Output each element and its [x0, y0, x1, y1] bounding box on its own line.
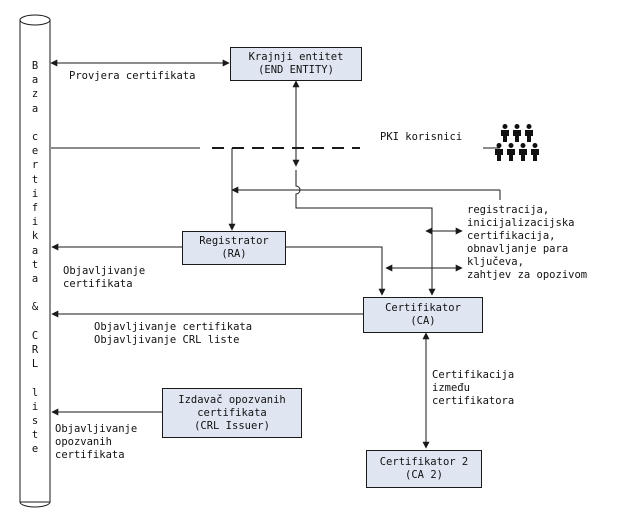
end-entity-line-1: Krajnji entitet [248, 51, 344, 63]
crl-publish-line-3: certifikata [55, 449, 125, 461]
database-title-char: i [31, 216, 39, 229]
crl-issuer-line-3: (CRL Issuer) [194, 419, 270, 432]
ca-publish-line-2: Objavljivanje CRL liste [94, 334, 240, 346]
ops-line-1: registracija, [467, 204, 550, 216]
ops-line-2: inicijalizacijska [467, 217, 575, 229]
ops-line-3: certifikacija, [467, 230, 556, 242]
ra-line-1: Registrator [199, 235, 269, 247]
end-entity-to-ca [295, 170, 436, 296]
ra-line-2: (RA) [221, 248, 247, 260]
ops-label: registracija, inicijalizacijska certifik… [467, 204, 587, 282]
ra-box: Registrator (RA) [182, 231, 286, 265]
crl-publish-label: Objavljivanje opozvanih certifikata [55, 423, 137, 462]
database-title-char: B [31, 60, 39, 72]
ca2-box: Certifikator 2 (CA 2) [366, 450, 482, 488]
database-title-char: e [31, 443, 39, 456]
crl-publish-line-2: opozvanih [55, 436, 112, 448]
database-cylinder [19, 14, 51, 508]
database-title-char: a [31, 74, 39, 87]
database-title-char: c [31, 131, 39, 143]
database-title-char: k [31, 230, 39, 243]
database-title-char: C [31, 329, 39, 342]
database-title-char: i [31, 400, 39, 413]
pki-users-label: PKI korisnici [380, 131, 463, 143]
database-title-char: l [31, 386, 39, 399]
crl-issuer-box: Izdavač opozvanih certifikata (CRL Issue… [162, 388, 302, 438]
crl-issuer-line-2: certifikata [197, 406, 267, 419]
database-title-char: z [31, 88, 39, 101]
ra-publish-line-2: certifikata [63, 278, 133, 290]
database-title-char: a [31, 273, 39, 285]
end-entity-box: Krajnji entitet (END ENTITY) [230, 47, 362, 81]
database-title-char: s [31, 415, 39, 427]
database-title-char: R [31, 344, 39, 356]
ca-line-2: (CA) [410, 315, 436, 327]
database-title-char: a [31, 244, 39, 257]
ca2-line-1: Certifikator 2 [379, 456, 469, 468]
crl-issuer-line-1: Izdavač opozvanih [178, 393, 286, 406]
ops-line-4: obnavljanje para [467, 243, 569, 255]
ca-publish-label: Objavljivanje certifikata Objavljivanje … [94, 321, 252, 347]
database-title-char: & [31, 301, 39, 314]
database-title-char: e [31, 145, 39, 158]
ra-publish-label: Objavljivanje certifikata [63, 265, 145, 291]
ra-to-ca [286, 246, 386, 296]
crl-publish-line-1: Objavljivanje [55, 423, 138, 435]
cross-cert-line-1: Certifikacija [432, 369, 515, 381]
cross-cert-line-2: između [432, 382, 470, 394]
database-title-char: f [31, 202, 39, 214]
ca-line-1: Certifikator [385, 302, 461, 314]
ca-box: Certifikator (CA) [363, 297, 483, 333]
ops-line-6: zahtjev za opozivom [467, 269, 588, 281]
ra-publish-line-1: Objavljivanje [63, 265, 146, 277]
database-title-char: r [31, 159, 39, 172]
cross-cert-line-3: certifikatora [432, 395, 515, 407]
database-title-char: i [31, 187, 39, 200]
database-title-char: t [31, 173, 39, 186]
database-title-char: a [31, 102, 39, 115]
verify-label: Provjera certifikata [69, 70, 196, 82]
ca-publish-line-1: Objavljivanje certifikata [94, 321, 253, 333]
ops-line-5: ključeva, [467, 256, 524, 268]
cross-cert-label: Certifikacija između certifikatora [432, 369, 514, 408]
end-entity-line-2: (END ENTITY) [258, 64, 334, 76]
ca2-line-2: (CA 2) [405, 469, 443, 481]
database-title-char: t [31, 258, 39, 271]
database-title-char: t [31, 429, 39, 442]
people-icon [495, 124, 539, 161]
database-title-char: L [31, 358, 39, 371]
